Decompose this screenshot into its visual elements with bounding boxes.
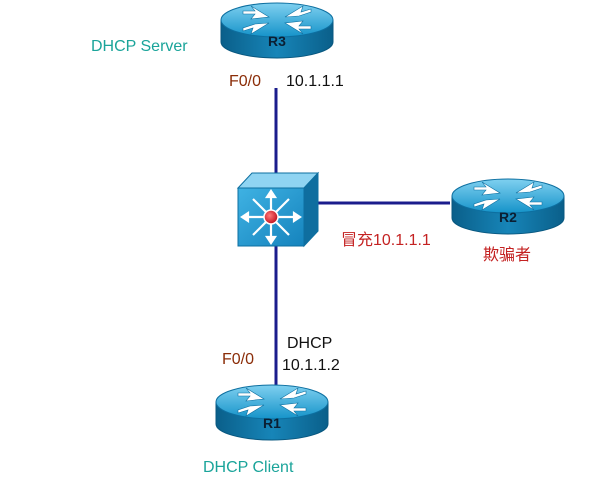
multilayer-switch-icon[interactable] xyxy=(236,171,320,248)
r3-role-label: DHCP Server xyxy=(91,38,188,55)
r2-role-label: 欺骗者 xyxy=(483,246,531,264)
r2-name: R2 xyxy=(499,209,517,225)
r2-spoof-label: 冒充10.1.1.1 xyxy=(341,231,431,249)
router-r3-icon[interactable]: R3 xyxy=(220,2,334,59)
r1-ip-label: 10.1.1.2 xyxy=(282,357,340,374)
r1-dhcp-label: DHCP xyxy=(287,335,332,352)
router-r2-icon[interactable]: R2 xyxy=(451,178,565,235)
r3-name: R3 xyxy=(268,33,286,49)
r1-port-label: F0/0 xyxy=(222,351,254,368)
r1-name: R1 xyxy=(263,415,281,431)
r3-ip-label: 10.1.1.1 xyxy=(286,73,344,90)
router-r1-icon[interactable]: R1 xyxy=(215,384,329,441)
r3-port-label: F0/0 xyxy=(229,73,261,90)
r1-role-label: DHCP Client xyxy=(203,459,294,476)
